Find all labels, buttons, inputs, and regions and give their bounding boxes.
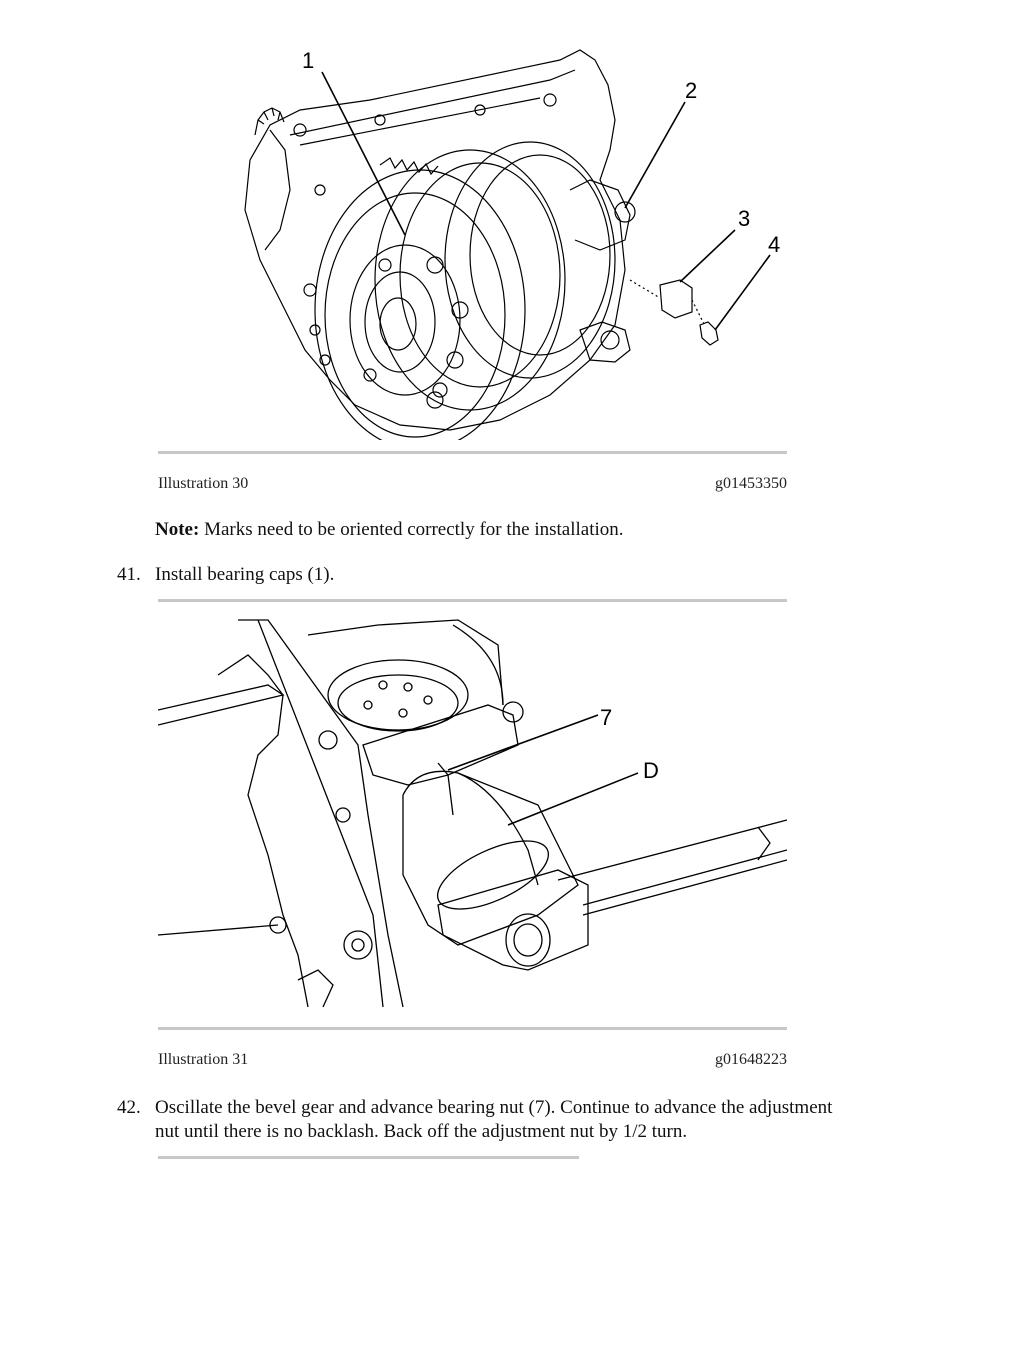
- step-41-text: Install bearing caps (1).: [155, 564, 335, 585]
- step-42-number: 42.: [117, 1097, 141, 1118]
- step-42-line-1: Oscillate the bevel gear and advance bea…: [155, 1097, 833, 1118]
- callout-7: 7: [600, 705, 612, 730]
- callout-d: D: [643, 758, 659, 783]
- note-label: Note:: [155, 519, 200, 540]
- illustration-30-id: g01453350: [715, 475, 787, 492]
- illustration-31-drawing: 7 D: [158, 615, 787, 1010]
- step-42-line-2: nut until there is no backlash. Back off…: [155, 1121, 688, 1142]
- note-paragraph: Note: Marks need to be oriented correctl…: [155, 518, 624, 542]
- illustration-31-id: g01648223: [715, 1051, 787, 1068]
- callout-1: 1: [302, 48, 314, 73]
- step-41-number: 41.: [117, 564, 141, 585]
- note-text: Marks need to be oriented correctly for …: [199, 519, 624, 540]
- illustration-31-caption: Illustration 31: [158, 1051, 249, 1068]
- figure-divider: [158, 1156, 579, 1159]
- callout-2: 2: [685, 78, 697, 103]
- callout-4: 4: [768, 232, 780, 257]
- figure-divider: [158, 451, 787, 454]
- illustration-30-drawing: 1 2 3 4: [230, 40, 790, 440]
- figure-divider: [158, 1027, 787, 1030]
- illustration-30-caption: Illustration 30: [158, 475, 249, 492]
- figure-divider: [158, 599, 787, 602]
- callout-3: 3: [738, 206, 750, 231]
